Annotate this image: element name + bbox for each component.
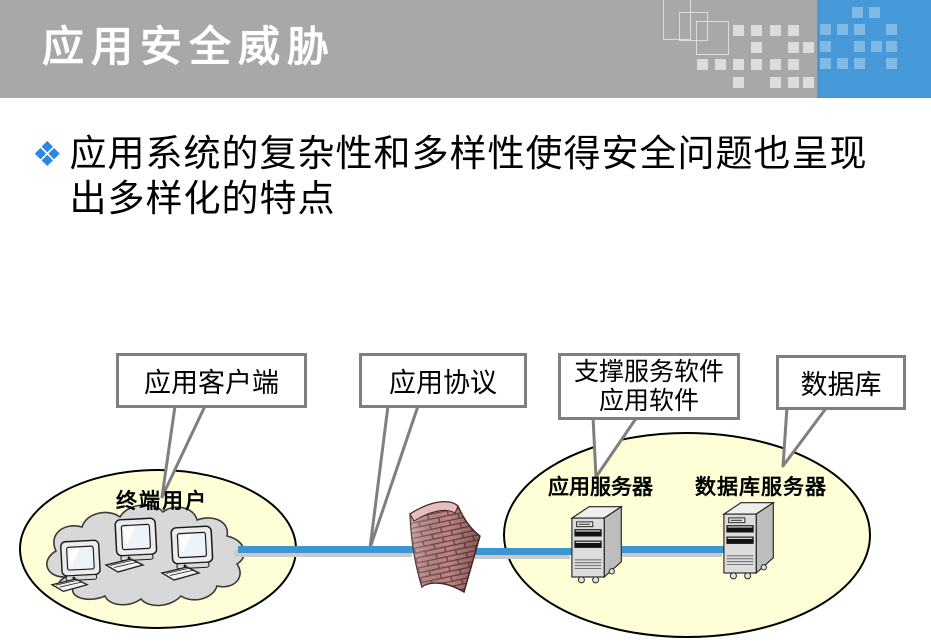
blue-square xyxy=(886,58,897,69)
bullet-text: 应用系统的复杂性和多样性使得安全问题也呈现出多样化的特点 xyxy=(69,133,868,219)
gray-square xyxy=(751,25,762,36)
blue-square xyxy=(886,41,897,52)
blue-square xyxy=(837,58,848,69)
gray-square xyxy=(803,77,814,88)
outline-square xyxy=(679,12,708,41)
gray-square xyxy=(733,77,744,88)
firewall-icon xyxy=(409,501,481,594)
gray-square xyxy=(715,59,726,70)
gray-square xyxy=(770,59,781,70)
bullet-row: ❖ 应用系统的复杂性和多样性使得安全问题也呈现出多样化的特点 xyxy=(32,131,875,221)
callout-label: 应用协议 xyxy=(389,368,497,398)
blue-square xyxy=(820,58,831,69)
slide-title: 应用安全威胁 xyxy=(42,23,337,70)
server-tower-icon xyxy=(571,506,622,584)
blue-square xyxy=(871,41,882,52)
callout-tails xyxy=(160,404,829,550)
blue-square xyxy=(852,7,863,18)
connection-lines xyxy=(234,546,726,559)
blue-square xyxy=(820,24,831,35)
blue-square xyxy=(869,7,880,18)
blue-square xyxy=(886,24,897,35)
blue-square xyxy=(837,24,848,35)
db-server-label: 数据库服务器 xyxy=(695,475,827,499)
server-tower-icon xyxy=(723,502,774,580)
blue-square xyxy=(854,41,865,52)
callout-app-protocol: 应用协议 xyxy=(359,353,527,408)
gray-square xyxy=(803,42,814,53)
gray-square xyxy=(751,59,762,70)
gray-square xyxy=(751,42,762,53)
gray-square xyxy=(788,25,799,36)
blue-square xyxy=(854,58,865,69)
callout-support-software: 支撑服务软件 应用软件 xyxy=(558,353,740,420)
callout-app-client: 应用客户端 xyxy=(116,353,307,408)
callout-label: 应用客户端 xyxy=(144,368,279,398)
gray-square xyxy=(770,25,781,36)
callout-label: 数据库 xyxy=(800,370,882,400)
callout-label: 支撑服务软件 xyxy=(573,358,724,386)
app-server-label: 应用服务器 xyxy=(548,475,653,499)
gray-square xyxy=(788,42,799,53)
terminal-users-label: 终端用户 xyxy=(116,489,208,513)
gray-square xyxy=(733,25,744,36)
diamond-bullet-icon: ❖ xyxy=(32,136,63,174)
gray-square xyxy=(733,59,744,70)
gray-square xyxy=(788,59,799,70)
blue-square xyxy=(854,24,865,35)
blue-square xyxy=(820,41,831,52)
title-bar: 应用安全威胁 xyxy=(0,0,931,98)
outline-square xyxy=(696,21,729,55)
gray-square xyxy=(770,77,781,88)
servers-ellipse xyxy=(503,432,871,638)
outline-square xyxy=(663,0,691,40)
gray-square xyxy=(697,59,708,70)
gray-square xyxy=(788,77,799,88)
callout-database: 数据库 xyxy=(776,355,906,410)
callout-label: 应用软件 xyxy=(598,387,699,415)
